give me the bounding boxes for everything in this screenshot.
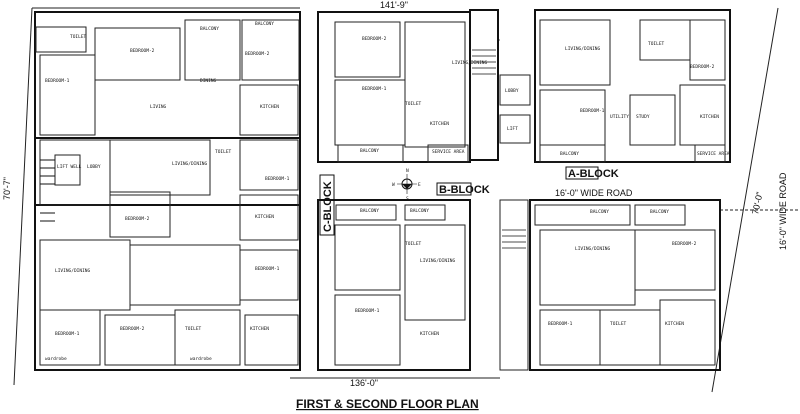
room-label: KITCHEN (665, 321, 684, 327)
room-label: LIVING/DINING (565, 46, 601, 52)
room-label: LIVING/DINING (575, 246, 611, 252)
room-label: LIFT WELL (57, 164, 82, 170)
svg-text:A-BLOCK: A-BLOCK (568, 168, 619, 180)
left-dimension: 70'-7" (2, 177, 12, 200)
room-label: BEDROOM-1 (55, 331, 80, 337)
room-label: wardrobe (190, 356, 212, 362)
room-label: BALCONY (200, 26, 219, 32)
top-dimension: 141'-9" (380, 0, 408, 10)
room-label: BALCONY (255, 21, 274, 27)
room-label: KITCHEN (420, 331, 439, 337)
room-label: SERVICE AREA (697, 151, 730, 157)
bottom-dimension: 136'-0" (350, 378, 378, 388)
room-label: LIVING/DINING (55, 268, 91, 274)
a-block: LIVING/DINING TOILET BEDROOM-2 BEDROOM-1… (529, 9, 731, 371)
room-label: KITCHEN (250, 326, 269, 332)
svg-text:C-BLOCK: C-BLOCK (322, 181, 334, 232)
c-block: TOILET BEDROOM-2 BALCONY BALCONY DINING … (34, 11, 301, 371)
c-block-label: C-BLOCK (319, 174, 335, 236)
room-label: LOBBY (87, 164, 101, 170)
compass-icon: N S E W (392, 168, 421, 202)
room-label: TOILET (185, 326, 202, 332)
room-label: BEDROOM-1 (548, 321, 573, 327)
room-label: BEDROOM-2 (245, 51, 270, 57)
b-block-label: B-BLOCK (436, 182, 490, 196)
room-label: BALCONY (360, 208, 379, 214)
svg-text:E: E (418, 182, 421, 188)
room-label: DINING (200, 78, 217, 84)
room-label: BEDROOM-2 (362, 36, 387, 42)
room-label: TOILET (405, 241, 422, 247)
room-label: LIVING/DINING (172, 161, 208, 167)
inner-road-label: 16'-0" WIDE ROAD (555, 188, 633, 198)
room-label: TOILET (648, 41, 665, 47)
svg-text:S: S (406, 196, 409, 202)
room-label: TOILET (215, 149, 232, 155)
room-label: KITCHEN (700, 114, 719, 120)
room-label: KITCHEN (430, 121, 449, 127)
room-label: LIFT (507, 126, 518, 132)
a-block-label: A-BLOCK (565, 166, 619, 180)
stair-core: LOBBY LIFT (469, 9, 531, 371)
room-label: LIVING/DINING (420, 258, 456, 264)
right-dimension: 70'-0" (750, 191, 765, 216)
room-label: BEDROOM-1 (45, 78, 70, 84)
site-boundary (13, 7, 800, 393)
room-label: STUDY (636, 114, 650, 120)
room-label: BALCONY (560, 151, 579, 157)
room-label: BEDROOM-2 (120, 326, 145, 332)
room-label: BEDROOM-2 (130, 48, 155, 54)
room-label: BEDROOM-1 (362, 86, 387, 92)
room-label: TOILET (405, 101, 422, 107)
room-label: TOILET (70, 34, 87, 40)
room-label: BALCONY (590, 209, 609, 215)
room-label: BALCONY (360, 148, 379, 154)
svg-text:N: N (406, 168, 409, 174)
room-label: BALCONY (410, 208, 429, 214)
room-label: BEDROOM-2 (125, 216, 150, 222)
side-road-label: 16'-0" WIDE ROAD (778, 172, 788, 250)
svg-text:W: W (392, 182, 395, 188)
room-label: wardrobe (45, 356, 67, 362)
room-label: BEDROOM-1 (255, 266, 280, 272)
svg-text:B-BLOCK: B-BLOCK (439, 184, 490, 196)
room-label: BALCONY (650, 209, 669, 215)
plan-title: FIRST & SECOND FLOOR PLAN (296, 397, 479, 411)
room-label: TOILET (610, 321, 627, 327)
stairs (472, 49, 526, 249)
room-label: KITCHEN (255, 214, 274, 220)
room-label: SERVICE AREA (432, 149, 465, 155)
room-label: BEDROOM-1 (580, 108, 605, 114)
room-label: BEDROOM-2 (690, 64, 715, 70)
room-label: BEDROOM-2 (672, 241, 697, 247)
room-label: BEDROOM-1 (265, 176, 290, 182)
room-label: BEDROOM-1 (355, 308, 380, 314)
room-label: LIVING (150, 104, 167, 110)
room-label: UTILITY (610, 114, 629, 120)
room-label: KITCHEN (260, 104, 279, 110)
room-label: LOBBY (505, 88, 519, 94)
